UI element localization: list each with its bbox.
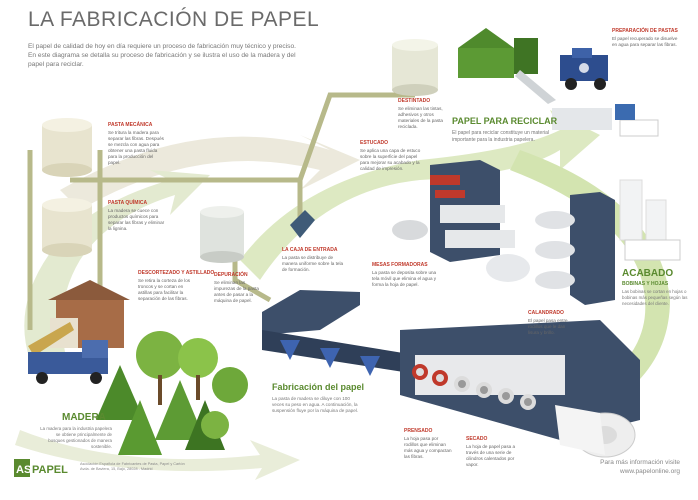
svg-text:AS: AS	[16, 464, 31, 476]
label-title: LA CAJA DE ENTRADA	[282, 247, 338, 253]
label-text: La madera se cuece con productos químico…	[108, 208, 165, 231]
label-title: PASTA QUÍMICA	[108, 200, 148, 206]
label-text: La pasta se distribuye de manera uniform…	[282, 255, 344, 272]
label-caja-entrada: LA CAJA DE ENTRADA La pasta se distribuy…	[282, 247, 344, 273]
label-pasta-quimica: PASTA QUÍMICA La madera se cuece con pro…	[108, 200, 166, 232]
label-pasta-mecanica: PASTA MECÁNICA Se tritura la madera para…	[108, 122, 166, 166]
label-title: PRENSADO	[404, 428, 433, 434]
tank-pasta-mecanica	[42, 118, 92, 177]
label-title: DESTINTADO	[398, 98, 431, 104]
section-madera-title: MADERA	[62, 412, 106, 423]
label-preparacion: PREPARACIÓN DE PASTAS El papel recuperad…	[612, 28, 682, 48]
label-title: PASTA MECÁNICA	[108, 122, 153, 128]
label-calandrado: CALANDRADO El papel pasa entre rodillos …	[528, 310, 576, 336]
label-title: MESAS FORMADORAS	[372, 262, 428, 268]
paper-bales	[552, 104, 659, 137]
label-title: DESCORTEZADO Y ASTILLADO	[138, 270, 215, 276]
label-text: La hoja de papel pasa a través de una se…	[466, 444, 516, 467]
section-fabricacion-text: La pasta de madera se diluye con 100 vec…	[272, 396, 359, 413]
footer-info: Asociación Española de Fabricantes de Pa…	[80, 462, 310, 472]
flow-arrow-top	[60, 135, 360, 210]
label-mesas: MESAS FORMADORAS La pasta se deposita so…	[372, 262, 442, 288]
label-secado: SECADO La hoja de papel pasa a través de…	[466, 436, 526, 468]
label-prensado: PRENSADO La hoja pasa por rodillos que e…	[404, 428, 454, 460]
label-text: Se tritura la madera para separar las fi…	[108, 130, 164, 165]
tank-depuracion	[200, 206, 244, 263]
label-title: SECADO	[466, 436, 488, 442]
web-label: Para más información visite	[600, 459, 680, 466]
flow-arrow-recycle	[240, 110, 600, 280]
section-fabricacion-title: Fabricación del papel	[272, 382, 365, 392]
label-depuracion: DEPURACIÓN Se eliminan las impurezas de …	[214, 272, 262, 304]
label-descortezado: DESCORTEZADO Y ASTILLADO Se retira la co…	[138, 270, 215, 302]
calender-machine	[535, 192, 615, 305]
aspapel-logo-mark: AS PAPEL	[14, 459, 68, 477]
svg-text:PAPEL: PAPEL	[32, 464, 68, 476]
forest	[96, 331, 248, 455]
label-title: CALANDRADO	[528, 310, 564, 316]
page-title: LA FABRICACIÓN DE PAPEL	[28, 8, 320, 31]
label-title: DEPURACIÓN	[214, 272, 248, 278]
label-estucado: ESTUCADO Se aplica una capa de estuco so…	[360, 140, 426, 172]
aspapel-logo: AS PAPEL	[14, 457, 74, 486]
label-text: La hoja pasa por rodillos que eliminan m…	[404, 436, 452, 459]
coating-machine	[392, 160, 530, 282]
tank-destintado	[392, 39, 438, 96]
web-url[interactable]: www.papelonline.org	[620, 468, 680, 475]
intro-text: El papel de calidad de hoy en día requie…	[28, 43, 296, 68]
label-text: Se retira la corteza de los troncos y se…	[138, 278, 191, 301]
log-truck	[28, 322, 108, 384]
section-acabado-text: Las bobinas se cortan en hojas o bobinas…	[622, 289, 688, 306]
section-madera-text: La madera para la industria papelera se …	[40, 426, 112, 449]
section-reciclar-text: El papel para reciclar constituye un mat…	[452, 130, 549, 143]
pipes	[27, 92, 415, 330]
footer-address: Avda. de Baviera, 15, Bajo, 28028 - Madr…	[80, 467, 153, 471]
finished-rolls	[619, 179, 681, 261]
recycling-warehouse	[458, 28, 556, 104]
label-text: Se eliminan las tintas, adhesivos y otro…	[398, 106, 443, 129]
label-text: El papel recuperado se disuelve en agua …	[612, 36, 678, 47]
cyclone-separator	[290, 210, 315, 238]
label-text: Se eliminan las impurezas de la pasta an…	[214, 280, 259, 303]
label-title: PREPARACIÓN DE PASTAS	[612, 28, 678, 34]
label-destintado: DESTINTADO Se eliminan las tintas, adhes…	[398, 98, 448, 130]
tank-pasta-quimica	[42, 198, 92, 257]
recycling-truck	[560, 48, 608, 90]
flow-arrow-bottom	[15, 430, 300, 480]
label-text: La pasta se deposita sobre una tela móvi…	[372, 270, 437, 287]
section-acabado-title: ACABADO	[622, 268, 674, 279]
section-acabado-subtitle: BOBINAS Y HOJAS	[622, 281, 669, 287]
paper-reel	[555, 405, 636, 458]
section-reciclar-title: PAPEL PARA RECICLAR	[452, 116, 558, 126]
footer-org: Asociación Española de Fabricantes de Pa…	[80, 462, 185, 466]
web-reference: Para más información visite www.papelonl…	[600, 458, 680, 476]
dryer-rollers	[412, 364, 536, 410]
label-title: ESTUCADO	[360, 140, 389, 146]
label-text: El papel pasa entre rodillos que le dan …	[528, 318, 568, 335]
label-text: Se aplica una capa de estuco sobre la su…	[360, 148, 421, 171]
